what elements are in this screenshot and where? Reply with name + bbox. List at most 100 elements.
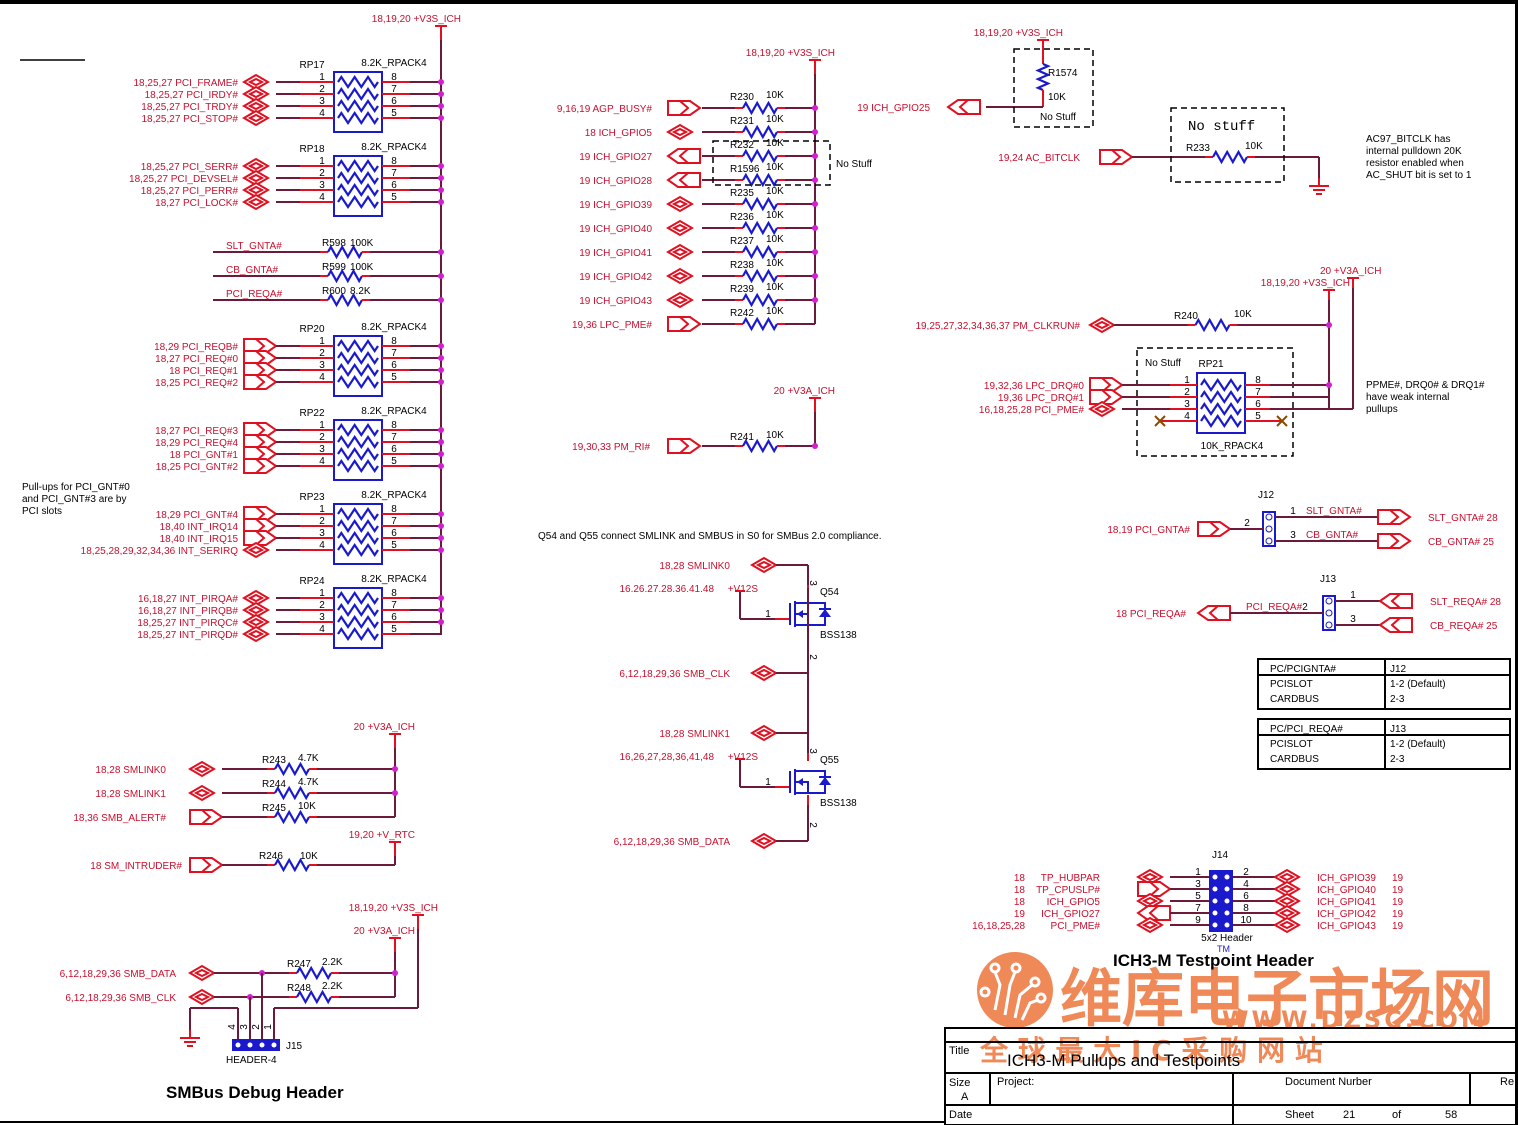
net-port[interactable] [666,172,701,188]
net-label: 16.26.27.28.36.41.48 [619,584,714,595]
net-port-pci-gnt-2[interactable] [243,458,278,474]
testpoint-port[interactable] [1136,868,1164,886]
net-port-int-pirqa-[interactable] [242,589,270,607]
net-port[interactable] [666,219,694,237]
net-port[interactable] [188,760,216,778]
pci-reqa-port[interactable] [1196,605,1231,621]
net-port-pci-irdy-[interactable] [242,85,270,103]
ac-bitclk-port[interactable] [1099,149,1134,165]
jumper-in-port[interactable] [1378,593,1413,609]
pm-ri-port[interactable] [667,438,702,454]
net-port-pci-req-1[interactable] [243,362,278,378]
sheet-number: 21 [1343,1109,1355,1121]
net-port[interactable] [667,316,702,332]
net-port[interactable] [189,809,224,825]
net-port-pci-gnt-1[interactable] [243,446,278,462]
sm-intruder-port[interactable] [189,857,224,873]
rpack-value: 8.2K_RPACK4 [361,490,427,501]
junction-dot [392,970,398,976]
pin-number: 1 [1184,375,1190,386]
resistor-icon [742,124,778,140]
testpoint-port[interactable] [1136,916,1164,934]
pci-gnta-port[interactable] [1197,521,1232,537]
resistor-value: 4.7K [298,753,319,764]
resistor-icon [742,292,778,308]
sheet-label: Sheet [1285,1109,1314,1121]
net-port-int-irq15[interactable] [243,530,278,546]
pin-number: 7 [391,348,397,359]
pin-number: 8 [391,420,397,431]
header-pin-icon [258,1041,266,1049]
resistor-ref: R239 [730,284,754,295]
net-label: 18,25,27 PCI_FRAME# [134,78,239,89]
jumper-out-port[interactable] [1377,533,1412,549]
junction-dot [438,463,444,469]
net-port[interactable] [666,123,694,141]
testpoint-port[interactable] [1273,892,1301,910]
net-port[interactable] [667,100,702,116]
net-port-pci-frame-[interactable] [242,73,270,91]
net-port-int-pirqc-[interactable] [242,613,270,631]
net-port-int-pirqd-[interactable] [242,625,270,643]
testpoint-port[interactable] [1136,905,1171,921]
clkrun-port[interactable] [1088,316,1116,334]
net-port-pci-req-3[interactable] [243,422,278,438]
port-inner-icon [1093,404,1111,414]
testpoint-port[interactable] [1273,904,1301,922]
net-label: 6,12,18,29,36 SMB_CLK [65,993,176,1004]
net-port-pci-req-2[interactable] [243,374,278,390]
testpoint-port[interactable] [1273,880,1301,898]
pin-number: 4 [1243,879,1249,890]
junction-dot [438,103,444,109]
port-chevron-icon [958,99,969,115]
net-port[interactable] [666,291,694,309]
net-port[interactable] [666,195,694,213]
gpio25-port[interactable] [946,99,981,115]
fet-top-port[interactable] [750,724,778,742]
net-port-pci-stop-[interactable] [242,109,270,127]
rp21-port[interactable] [1089,389,1124,405]
net-port[interactable] [666,267,694,285]
jumper-pin-icon [1265,513,1273,521]
watermark: 维库电子市场网 WWW.DZSC.COM 全 球 最 大 I C 采 购 网 站 [977,952,1494,1067]
net-port[interactable] [666,243,694,261]
port-inner-icon [1141,920,1159,930]
resistor-icon [337,627,379,641]
net-label: 18,29 PCI_REQB# [154,342,238,353]
fet-bottom-port[interactable] [750,664,778,682]
net-port-pci-devsel-[interactable] [242,169,270,187]
fet-top-port[interactable] [750,556,778,574]
net-port-pci-perr-[interactable] [242,181,270,199]
net-port[interactable] [188,988,216,1006]
net-port[interactable] [666,148,701,164]
table-cell: 1-2 (Default) [1390,739,1446,750]
junction-dot [438,451,444,457]
net-port-int-pirqb-[interactable] [242,601,270,619]
port-inner-icon [1278,872,1296,882]
net-port-pci-lock-[interactable] [242,193,270,211]
smbus-debug-heading: SMBus Debug Header [166,1083,344,1102]
net-port[interactable] [188,784,216,802]
fet-bottom-port[interactable] [750,832,778,850]
junction-dot [438,187,444,193]
net-port[interactable] [188,964,216,982]
testpoint-port[interactable] [1137,881,1172,897]
pin-number: 1 [319,336,325,347]
net-label: 18,29 PCI_GNT#4 [156,510,239,521]
pin-number: 3 [1290,530,1296,541]
port-chevron-icon [1148,905,1159,921]
jumper-in-port[interactable] [1378,617,1413,633]
testpoint-port[interactable] [1273,916,1301,934]
testpoint-port[interactable] [1136,892,1164,910]
resistor-icon [742,244,778,260]
resistor-icon [337,375,379,389]
jumper-out-port[interactable] [1377,509,1412,525]
net-port-pci-trdy-[interactable] [242,97,270,115]
rp21-port[interactable] [1088,400,1116,418]
port-chevron-icon [1209,521,1220,537]
power-rail-label: 20 +V3A_ICH [774,386,835,397]
resistor-ref: R1596 [730,164,760,175]
testpoint-port[interactable] [1273,868,1301,886]
net-port-int-serirq[interactable] [242,541,270,559]
net-port-pci-serr-[interactable] [242,157,270,175]
